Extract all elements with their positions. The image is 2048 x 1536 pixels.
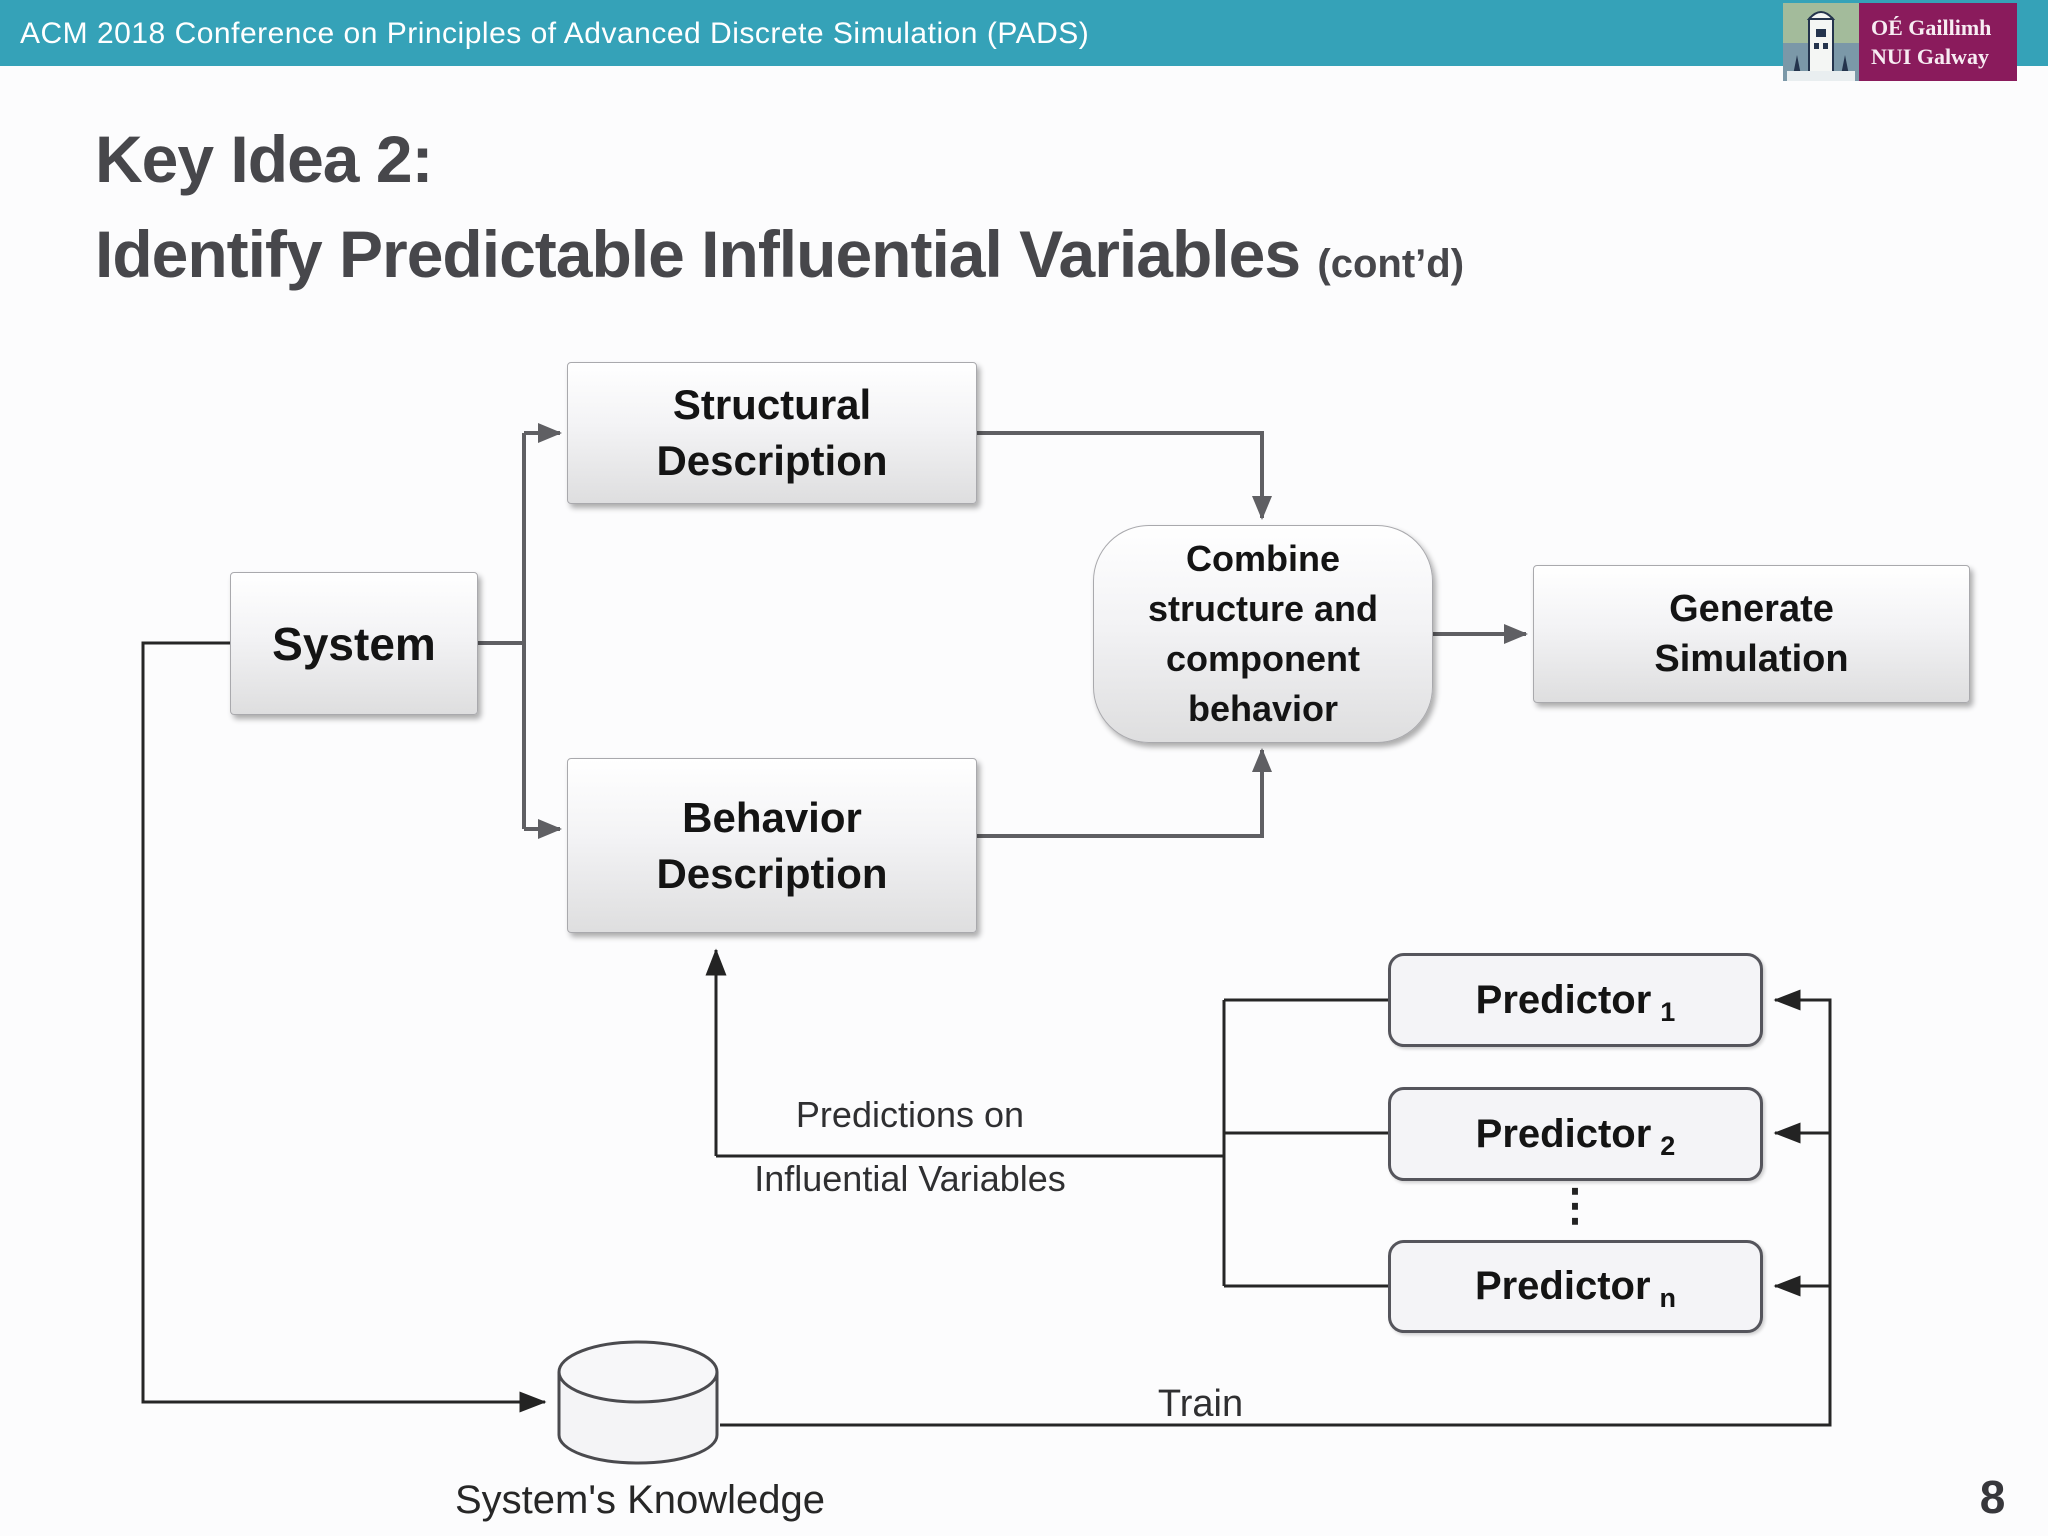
predictor-subscript: 2: [1660, 1130, 1676, 1161]
arrow-system-to-knowledge: [141, 641, 547, 1413]
predictor-subscript: 1: [1660, 996, 1676, 1027]
connector-predictor-outputs: [1224, 998, 1390, 1288]
slide-title-note: (cont’d): [1317, 242, 1465, 286]
university-logo: OÉ Gaillimh NUI Galway: [1783, 3, 2017, 81]
node-structural-description: Structural Description: [567, 362, 977, 504]
header-bar: ACM 2018 Conference on Principles of Adv…: [0, 0, 2048, 66]
slide-title-line1: Key Idea 2:: [95, 122, 434, 196]
node-behavior-description: Behavior Description: [567, 758, 977, 933]
arrow-train-to-predictor1: [720, 989, 1832, 1427]
label-predictions-line1: Predictions on: [795, 1094, 1025, 1135]
node-predictor-1: Predictor 1: [1388, 953, 1763, 1047]
node-combine-structure-behavior: Combine structure and component behavior: [1093, 525, 1433, 743]
logo-line-english: NUI Galway: [1871, 44, 1989, 69]
node-predictor-2: Predictor 2: [1388, 1087, 1763, 1181]
arrow-behavior-to-combine: [977, 748, 1272, 838]
logo-line-irish: OÉ Gaillimh: [1871, 15, 1992, 40]
slide-title-main: Identify Predictable Influential Variabl…: [95, 217, 1301, 291]
university-tower-icon: [1783, 3, 1859, 81]
label-predictions-line2: Influential Variables: [754, 1158, 1066, 1199]
slide-title: Key Idea 2: Identify Predictable Influen…: [95, 112, 1464, 312]
slide-title-line2: Identify Predictable Influential Variabl…: [95, 207, 1464, 312]
university-logo-text: OÉ Gaillimh NUI Galway: [1859, 3, 2017, 81]
node-predictor-n: Predictor n: [1388, 1240, 1763, 1333]
arrow-structural-to-combine: [977, 431, 1272, 520]
connector-system-split: [478, 433, 526, 829]
predictor-label: Predictor: [1475, 1111, 1652, 1156]
label-systems-knowledge: System's Knowledge: [454, 1478, 826, 1522]
node-system: System: [230, 572, 478, 715]
predictor-label: Predictor: [1474, 1264, 1651, 1308]
database-cylinder-icon: [557, 1340, 719, 1465]
black-connectors: [141, 641, 1832, 1427]
predictor-subscript: n: [1659, 1283, 1677, 1313]
gray-connectors: [478, 423, 1528, 839]
conference-title: ACM 2018 Conference on Principles of Adv…: [20, 17, 1090, 50]
predictor-ellipsis: ⋮: [1553, 1181, 1597, 1230]
node-generate-simulation: Generate Simulation: [1533, 565, 1970, 703]
page-number: 8: [1979, 1471, 2006, 1523]
label-train: Train: [1157, 1383, 1244, 1425]
predictor-label: Predictor: [1475, 977, 1652, 1022]
